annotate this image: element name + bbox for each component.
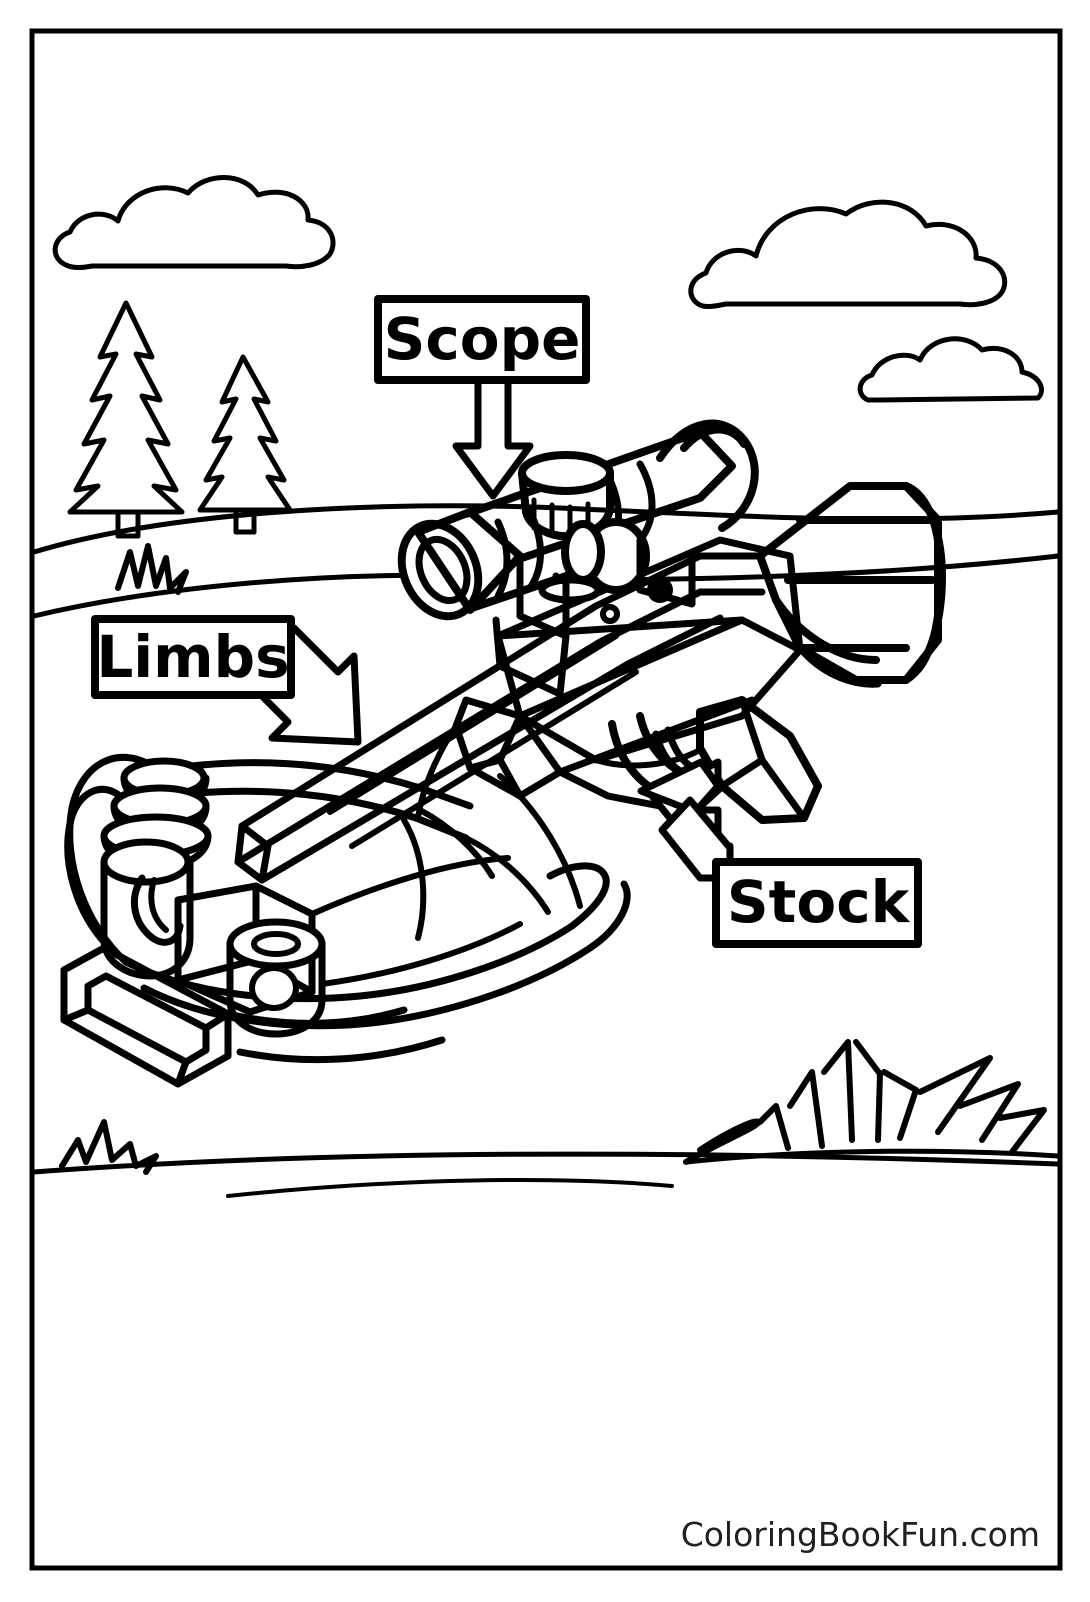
label-stock-text: Stock [727,868,911,936]
cloud-left [52,175,336,270]
grass-tuft-bottom-right [683,1039,1061,1165]
foot-stirrup [60,944,232,1088]
cloud-right-large [688,199,1008,310]
crossbow-stock [756,482,946,688]
crossbow-foreend [415,696,564,879]
stock-arrow-icon [637,758,734,882]
label-limbs-text: Limbs [96,623,289,691]
receiver-pin-small [600,604,620,624]
limb-cam-right [226,918,326,1038]
pine-tree-short [197,354,293,535]
label-stock: Stock [712,858,922,948]
crossbow-scope [397,419,759,698]
pine-tree-tall [67,300,185,539]
ground-baseline [31,1151,1061,1198]
cloud-right-small [857,336,1044,403]
grass-tuft-bottom-left [59,1119,159,1175]
label-limbs: Limbs [91,615,295,699]
crossbow-limbs [60,753,631,1088]
label-scope: Scope [374,295,590,384]
grass-tuft-mid-left [115,543,189,595]
watermark-text: ColoringBookFun.com [681,1515,1040,1554]
label-scope-text: Scope [384,305,581,373]
scope-arrow-icon [452,376,534,500]
